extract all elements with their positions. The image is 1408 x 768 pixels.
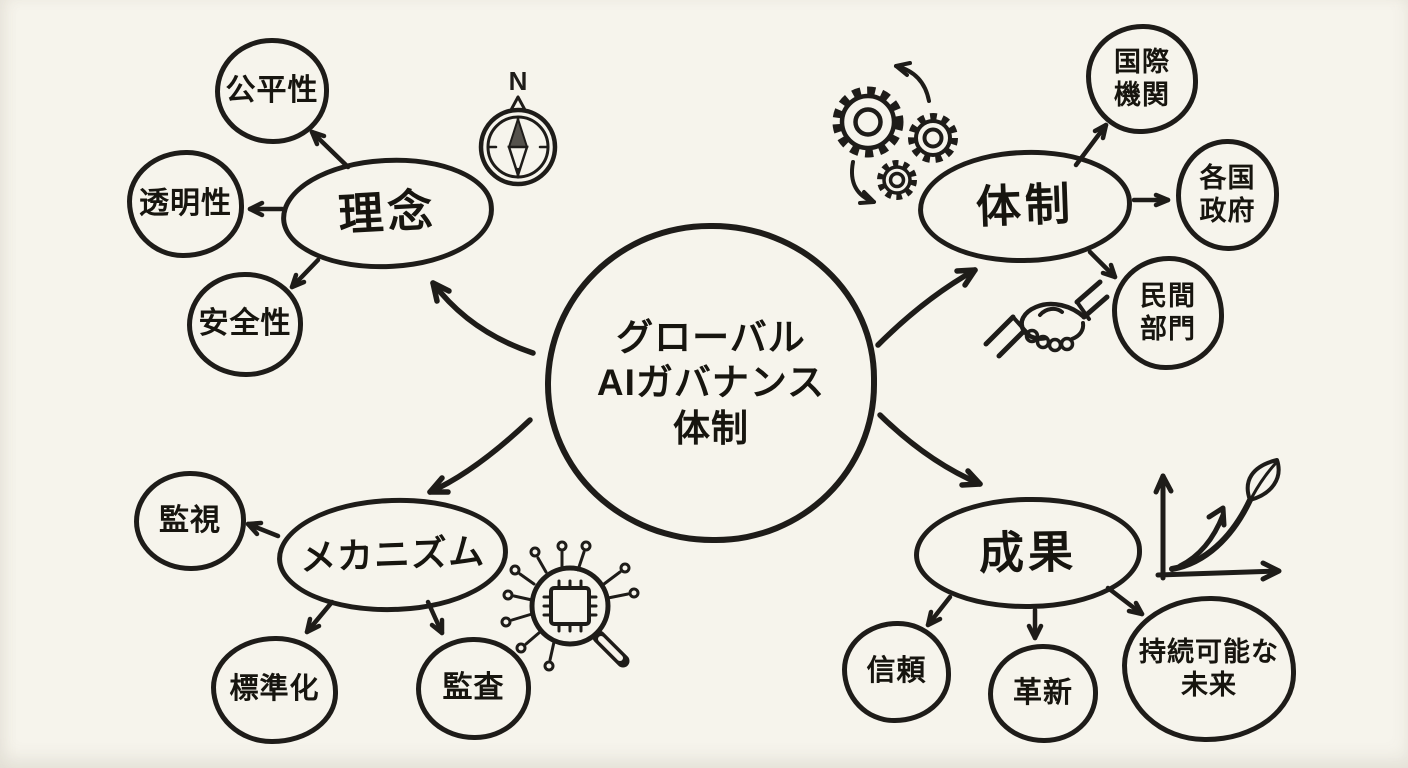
arrow-outcomes-to-sustainable: [1105, 585, 1145, 617]
node-safety: 安全性: [187, 272, 303, 377]
node-international-organizations: 国際 機関: [1086, 24, 1198, 134]
node-trust: 信頼: [842, 621, 951, 723]
node-fairness: 公平性: [215, 38, 329, 144]
compass-icon: N: [478, 66, 558, 187]
circuit-magnifier-icon: [500, 540, 640, 672]
arrow-principles-to-fairness: [309, 129, 351, 170]
node-national-governments: 各国 政府: [1176, 139, 1279, 251]
arrow-structure-to-international: [1073, 122, 1109, 168]
arrow-structure-to-private: [1087, 249, 1118, 280]
arrow-center-to-mechanism: [427, 417, 533, 495]
arrow-outcomes-to-trust: [925, 594, 953, 628]
arrow-principles-to-safety: [289, 257, 321, 290]
arrow-mechanism-to-standardization: [304, 599, 335, 635]
compass-north-label: N: [509, 66, 528, 96]
connector-arrows: [245, 122, 1171, 641]
arrow-mechanism-to-audit: [425, 599, 445, 636]
arrow-center-to-principles: [430, 280, 536, 356]
node-monitoring: 監視: [134, 471, 246, 571]
node-standardization: 標準化: [211, 636, 338, 744]
handshake-icon: [983, 279, 1110, 359]
node-innovation: 革新: [988, 644, 1098, 743]
node-private-sector: 民間 部門: [1112, 256, 1224, 370]
arrow-center-to-structure: [875, 267, 978, 348]
arrow-center-to-outcomes: [877, 412, 983, 487]
center-node: グローバル AIガバナンス 体制: [545, 223, 877, 543]
growth-chart-icon: [1153, 458, 1282, 582]
node-audit: 監査: [416, 637, 531, 740]
arrow-mechanism-to-monitoring: [245, 521, 281, 539]
node-sustainable-future: 持続可能な 未来: [1122, 596, 1296, 742]
gears-icon: [832, 61, 958, 205]
node-transparency: 透明性: [127, 150, 244, 258]
